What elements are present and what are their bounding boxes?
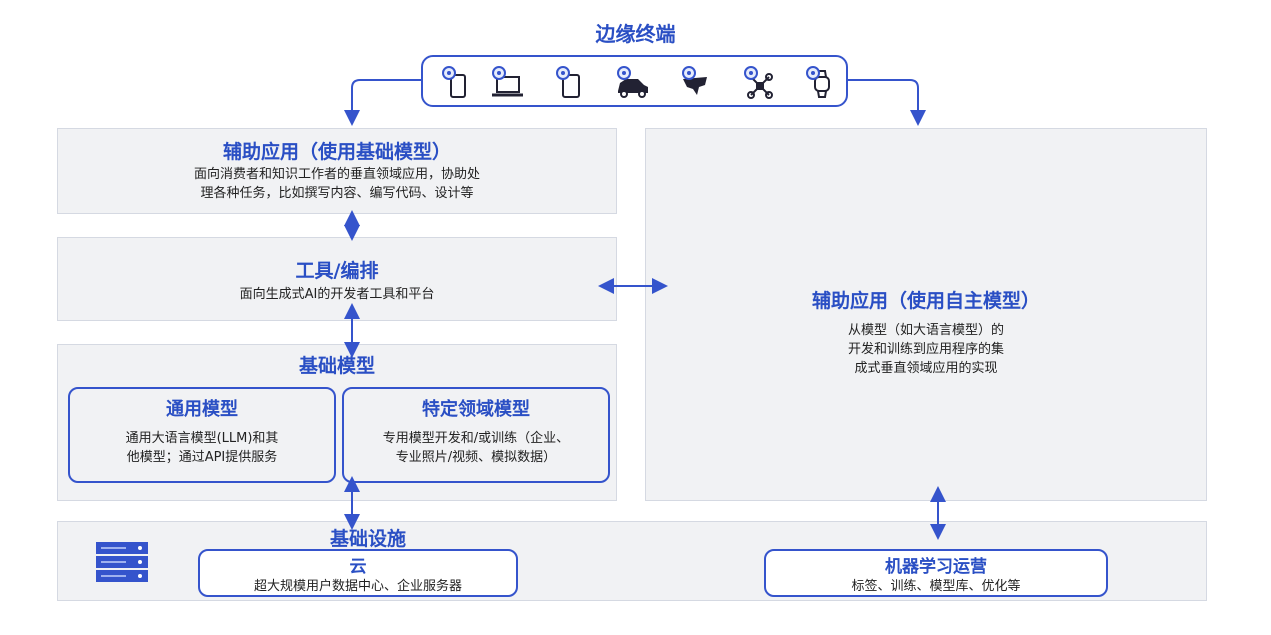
laptop-icon xyxy=(492,66,523,97)
edge-to-assist-base-arrow xyxy=(344,79,421,126)
domain-model-desc-2: 专业照片/视频、模拟数据） xyxy=(395,450,557,465)
domain-model-card: 特定领域模型 专用模型开发和/或训练（企业、 专业照片/视频、模拟数据） xyxy=(342,387,610,483)
edge-device-box xyxy=(421,55,848,107)
tablet-icon xyxy=(556,66,580,98)
assist-own-panel: 辅助应用（使用自主模型） 从模型（如大语言模型）的 开发和训练到应用程序的集 成… xyxy=(645,128,1207,501)
general-model-card: 通用模型 通用大语言模型(LLM)和其 他模型；通过API提供服务 xyxy=(68,387,336,483)
foundation-panel: 基础模型 通用模型 通用大语言模型(LLM)和其 他模型；通过API提供服务 特… xyxy=(57,344,617,501)
infra-panel: 基础设施 云 超大规模用户数据中心、企业服务器 机器学习运营 标签、训练、模型库… xyxy=(57,521,1207,601)
mlops-title: 机器学习运营 xyxy=(885,557,987,577)
domain-model-title: 特定领域模型 xyxy=(422,399,530,420)
general-model-desc-2: 他模型；通过API提供服务 xyxy=(126,450,278,465)
assist-own-desc-3: 成式垂直领域应用的实现 xyxy=(854,361,998,376)
edge-to-assist-own-arrow xyxy=(848,79,926,126)
edge-title: 边缘终端 xyxy=(595,22,676,46)
assist-own-title: 辅助应用（使用自主模型） xyxy=(811,290,1040,312)
general-model-title: 通用模型 xyxy=(166,399,238,420)
tools-title: 工具/编排 xyxy=(295,260,379,282)
watch-icon xyxy=(806,66,830,98)
mlops-card: 机器学习运营 标签、训练、模型库、优化等 xyxy=(764,549,1108,597)
assist-own-desc-2: 开发和训练到应用程序的集 xyxy=(847,342,1004,357)
server-icon xyxy=(96,542,148,582)
cloud-title: 云 xyxy=(349,557,367,577)
assist-base-desc-1: 面向消费者和知识工作者的垂直领域应用，协助处 xyxy=(193,167,480,182)
drone-icon xyxy=(744,66,773,99)
assist-base-panel: 辅助应用（使用基础模型） 面向消费者和知识工作者的垂直领域应用，协助处 理各种任… xyxy=(57,128,617,214)
cloud-card: 云 超大规模用户数据中心、企业服务器 xyxy=(198,549,518,597)
foundation-title: 基础模型 xyxy=(298,355,375,377)
domain-model-desc-1: 专用模型开发和/或训练（企业、 xyxy=(382,431,570,446)
mlops-desc: 标签、训练、模型库、优化等 xyxy=(851,579,1021,594)
assist-base-title: 辅助应用（使用基础模型） xyxy=(222,141,451,163)
phone-icon xyxy=(442,66,466,98)
assist-base-desc-2: 理各种任务，比如撰写内容、编写代码、设计等 xyxy=(200,186,474,201)
infra-title: 基础设施 xyxy=(329,528,406,550)
tools-desc: 面向生成式AI的开发者工具和平台 xyxy=(239,287,435,302)
map-icon xyxy=(682,66,707,95)
general-model-desc-1: 通用大语言模型(LLM)和其 xyxy=(125,431,279,446)
assist-own-desc-1: 从模型（如大语言模型）的 xyxy=(847,323,1004,338)
car-icon xyxy=(617,66,648,98)
cloud-desc: 超大规模用户数据中心、企业服务器 xyxy=(253,579,462,594)
tools-panel: 工具/编排 面向生成式AI的开发者工具和平台 xyxy=(57,237,617,321)
